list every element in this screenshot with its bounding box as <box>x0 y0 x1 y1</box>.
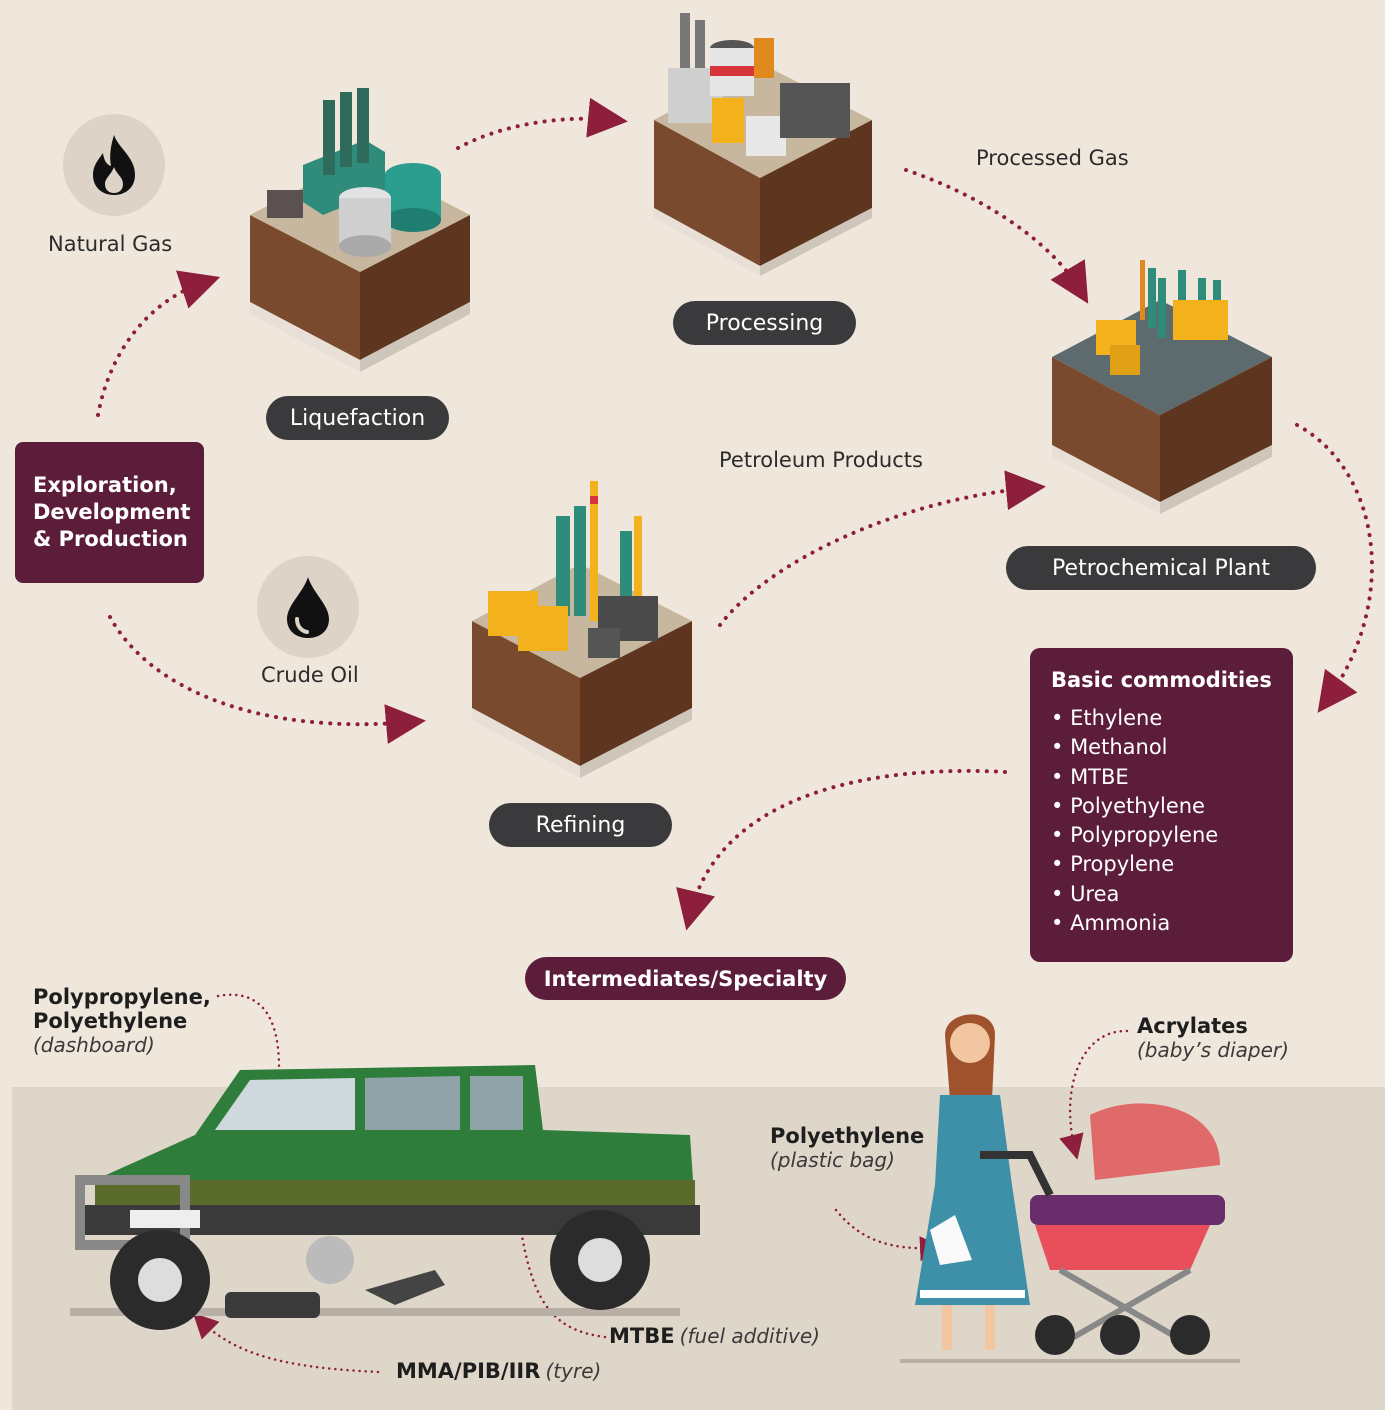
callout-line-diaper <box>1059 1029 1129 1160</box>
intermediates-pill: Intermediates/Specialty <box>525 957 846 1000</box>
arrow-refining-to-petrochemical <box>718 470 1046 627</box>
list-item: Polyethylene <box>1051 792 1293 821</box>
list-item: Ethylene <box>1051 704 1293 733</box>
exploration-line-3: & Production <box>33 527 188 551</box>
callout-bag-title: Polyethylene <box>770 1124 925 1148</box>
petrochemical-facility <box>1052 260 1272 514</box>
callout-tyre: MMA/PIB/IIR (tyre) <box>396 1359 601 1383</box>
crude-oil-label: Crude Oil <box>261 663 359 687</box>
callout-line-dashboard <box>216 993 290 1125</box>
commodities-list: Ethylene Methanol MTBE Polyethylene Poly… <box>1051 704 1293 938</box>
natural-gas-label: Natural Gas <box>48 232 173 256</box>
list-item: Ammonia <box>1051 909 1293 938</box>
oil-drop-icon-circle <box>257 556 359 658</box>
pickup-truck-illustration <box>70 1065 700 1330</box>
callout-diaper-note: (baby’s diaper) <box>1137 1038 1289 1062</box>
callout-diaper: Acrylates (baby’s diaper) <box>1137 1014 1289 1062</box>
stage-petrochemical: Petrochemical Plant <box>1006 546 1316 590</box>
exploration-line-1: Exploration, <box>33 473 177 497</box>
arrow-exploration-to-liquefaction <box>96 270 221 417</box>
stage-refining: Refining <box>489 803 672 847</box>
refining-facility <box>472 481 692 778</box>
callout-mtbe-title: MTBE <box>609 1324 675 1348</box>
processing-facility <box>654 13 872 276</box>
callout-dashboard-note: (dashboard) <box>33 1033 155 1057</box>
list-item: Propylene <box>1051 850 1293 879</box>
list-item: Methanol <box>1051 733 1293 762</box>
arrow-commodities-to-intermediates <box>676 768 1007 931</box>
list-item: MTBE <box>1051 763 1293 792</box>
exploration-box: Exploration, Development & Production <box>15 442 204 583</box>
flame-icon-circle <box>63 114 165 216</box>
list-item: Polypropylene <box>1051 821 1293 850</box>
arrow-petrochemical-to-commodities <box>1295 423 1374 713</box>
arrow-liquefaction-to-processing <box>456 97 628 150</box>
petroleum-products-label: Petroleum Products <box>719 448 923 472</box>
processed-gas-label: Processed Gas <box>976 146 1129 170</box>
stage-liquefaction: Liquefaction <box>266 396 449 440</box>
basic-commodities-title: Basic commodities <box>1051 668 1272 692</box>
callout-tyre-note: (tyre) <box>545 1359 602 1383</box>
callout-line-bag <box>834 1208 945 1262</box>
liquefaction-facility <box>250 88 470 372</box>
oil-drop-icon <box>287 577 329 638</box>
callout-diaper-title: Acrylates <box>1137 1014 1248 1038</box>
exploration-line-2: Development <box>33 500 191 524</box>
callout-tyre-title: MMA/PIB/IIR <box>396 1359 541 1383</box>
woman-stroller-illustration <box>900 1014 1240 1363</box>
arrow-exploration-to-refining <box>108 615 426 744</box>
callout-dashboard: Polypropylene, Polyethylene (dashboard) <box>33 985 211 1057</box>
stage-processing: Processing <box>673 301 856 345</box>
callout-line-tyre <box>192 1312 380 1374</box>
callout-mtbe-note: (fuel additive) <box>679 1324 820 1348</box>
callout-dashboard-title-2: Polyethylene <box>33 1009 188 1033</box>
callout-dashboard-title-1: Polypropylene, <box>33 985 211 1009</box>
flame-icon <box>93 135 135 195</box>
callout-line-mtbe <box>507 1200 607 1339</box>
list-item: Urea <box>1051 880 1293 909</box>
callout-bag: Polyethylene (plastic bag) <box>770 1124 924 1172</box>
basic-commodities-box: Basic commodities Ethylene Methanol MTBE… <box>1030 648 1293 962</box>
callout-mtbe: MTBE (fuel additive) <box>609 1324 820 1348</box>
callout-bag-note: (plastic bag) <box>770 1148 895 1172</box>
arrow-processing-to-petrochemical <box>904 168 1089 304</box>
